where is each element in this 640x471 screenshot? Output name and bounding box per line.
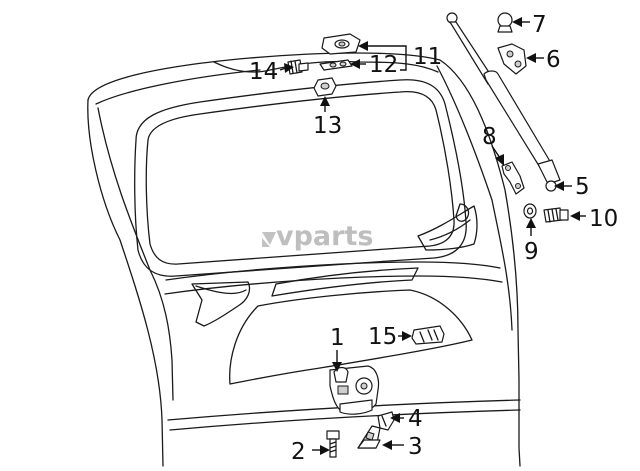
callout-9: 9 (524, 239, 539, 265)
callout-12: 12 (369, 52, 398, 78)
callout-7: 7 (532, 12, 547, 38)
part-9-washer (523, 203, 537, 219)
left-lamp (191, 281, 251, 327)
callout-1: 1 (330, 325, 345, 351)
right-lamp (417, 203, 478, 251)
part-8-lower-bracket (501, 161, 525, 195)
callout-11: 11 (413, 44, 442, 70)
callout-14: 14 (249, 59, 278, 85)
callout-labels: 1 2 3 4 5 6 7 8 9 10 11 12 13 14 15 (249, 12, 618, 465)
callout-15: 15 (368, 324, 397, 350)
callout-5: 5 (575, 174, 590, 200)
part-3-bracket (357, 425, 381, 449)
callout-13: 13 (313, 113, 342, 139)
part-5-gas-strut (446, 12, 561, 192)
callout-6: 6 (546, 47, 561, 73)
rear-window (134, 79, 467, 277)
callout-2: 2 (291, 439, 306, 465)
part-11-camera-assembly (321, 33, 361, 55)
part-14-bolt (287, 59, 309, 75)
callout-3: 3 (408, 434, 423, 460)
part-12-gasket (319, 59, 353, 71)
part-6-hinge-bracket (497, 43, 527, 75)
part-4-clip (377, 411, 395, 431)
part-2-bolt (326, 430, 340, 458)
part-10-bolt (543, 207, 569, 223)
part-7-ball-stud (497, 12, 513, 33)
leader-lines (279, 17, 586, 455)
callout-4: 4 (408, 406, 423, 432)
part-15-switch (411, 325, 445, 345)
garnish-area (229, 267, 473, 385)
callout-10: 10 (589, 206, 618, 232)
callout-8: 8 (482, 124, 497, 150)
watermark-text: vparts (276, 221, 373, 252)
watermark-logo: vparts (262, 221, 373, 252)
part-13-nut (313, 77, 337, 97)
part-1-lock-assembly (329, 365, 380, 415)
